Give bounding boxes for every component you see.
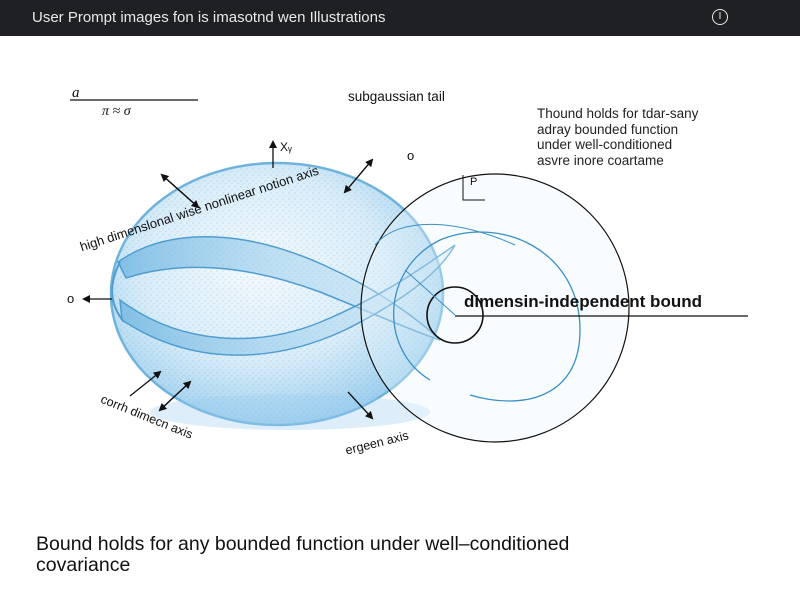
side-note-line: asvre inore coartame xyxy=(537,152,664,168)
x-sub-label: Xᵧ xyxy=(280,140,292,154)
top-bar: User Prompt images fon is imasotnd wen I… xyxy=(0,0,800,36)
ribbon-band-lower xyxy=(119,244,456,356)
caption-line-1: Bound holds for any bounded function und… xyxy=(36,533,570,555)
caption-line-2: covariance xyxy=(36,554,131,576)
arrow-bottom-left xyxy=(129,370,162,397)
inner-circle xyxy=(426,286,484,344)
window-title: User Prompt images fon is imasotnd wen I… xyxy=(32,9,386,26)
arrow-top-right-2 xyxy=(343,159,373,194)
top-right-o-label: o xyxy=(407,148,415,163)
sphere-speckle xyxy=(113,165,441,423)
p-bracket xyxy=(462,175,485,201)
info-icon[interactable]: I xyxy=(712,9,728,25)
sphere-shadow xyxy=(150,394,430,430)
subgaussian-label: subgaussian tail xyxy=(348,89,445,104)
outer-circle-arc xyxy=(374,223,516,246)
side-note: Thound holds for tdar-sany adray bounded… xyxy=(537,106,767,168)
arrow-bottom xyxy=(347,391,374,420)
caption: Bound holds for any bounded function und… xyxy=(36,534,756,576)
ribbon-band xyxy=(117,236,441,341)
outer-circle xyxy=(360,173,630,443)
arrow-top-left-2 xyxy=(161,174,200,209)
inner-line xyxy=(404,269,456,316)
ribbon-edge-left xyxy=(111,261,125,323)
side-note-line: Thound holds for tdar-sany xyxy=(537,106,699,121)
main-label: dimensin-independent bound xyxy=(464,292,702,311)
side-note-line: under well-conditioned xyxy=(537,137,673,152)
p-label: P xyxy=(470,176,478,188)
side-note-line: adray bounded function xyxy=(537,121,679,137)
blue-sweep xyxy=(393,231,581,402)
left-o-label: o xyxy=(67,291,75,306)
arrow-bottom-left-b2 xyxy=(158,381,191,412)
formula-numerator: a xyxy=(72,85,80,101)
formula-denominator: π ≈ σ xyxy=(102,104,131,119)
